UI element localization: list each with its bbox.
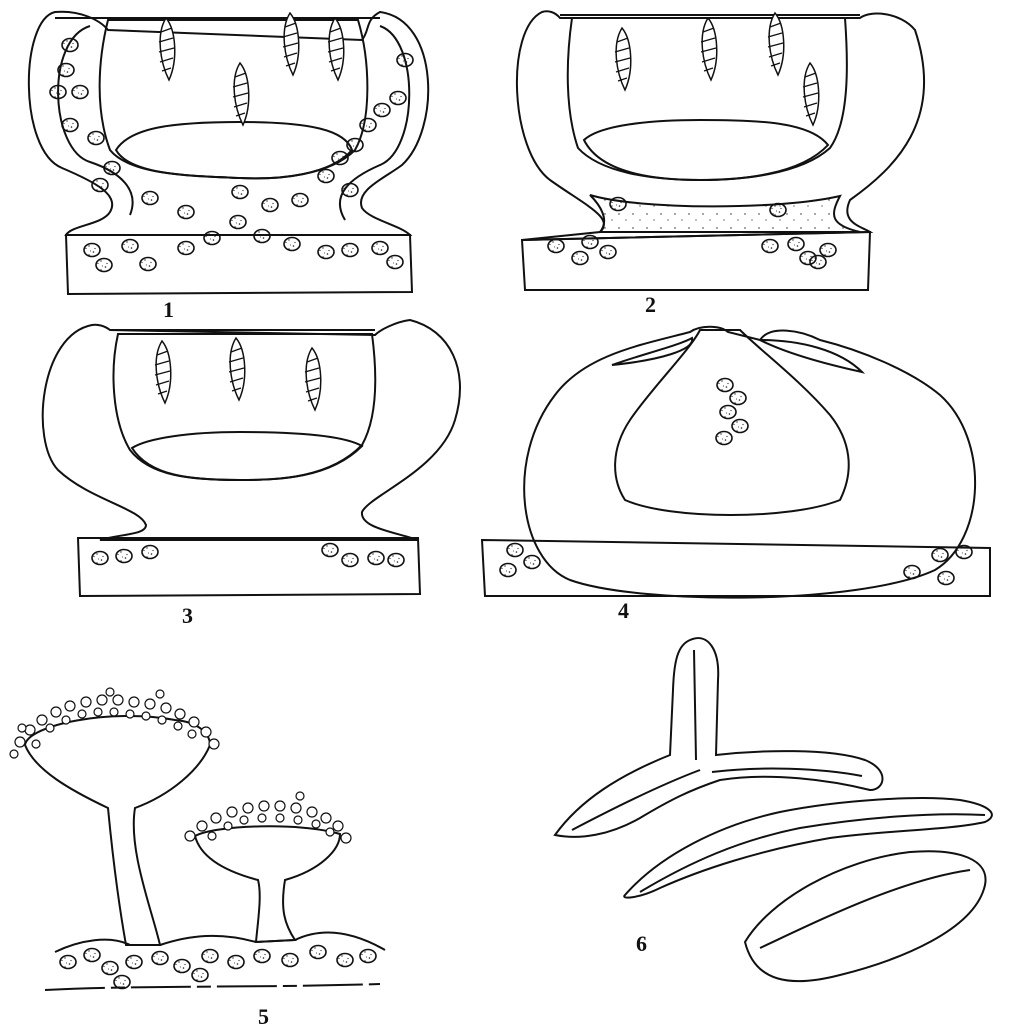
- figure-5-label: 5: [258, 1004, 269, 1029]
- figure-6: 6: [555, 638, 992, 981]
- figure-6-label: 6: [636, 931, 647, 956]
- figure-3: 3: [43, 320, 460, 628]
- figure-2: 2: [517, 11, 924, 317]
- figure-4: 4: [482, 327, 990, 623]
- figure-3-label: 3: [182, 603, 193, 628]
- figure-5: 5: [10, 688, 385, 1029]
- figure-4-label: 4: [618, 598, 629, 623]
- figure-2-label: 2: [645, 292, 656, 317]
- figure-1: 1: [29, 12, 428, 322]
- figure-1-label: 1: [163, 297, 174, 322]
